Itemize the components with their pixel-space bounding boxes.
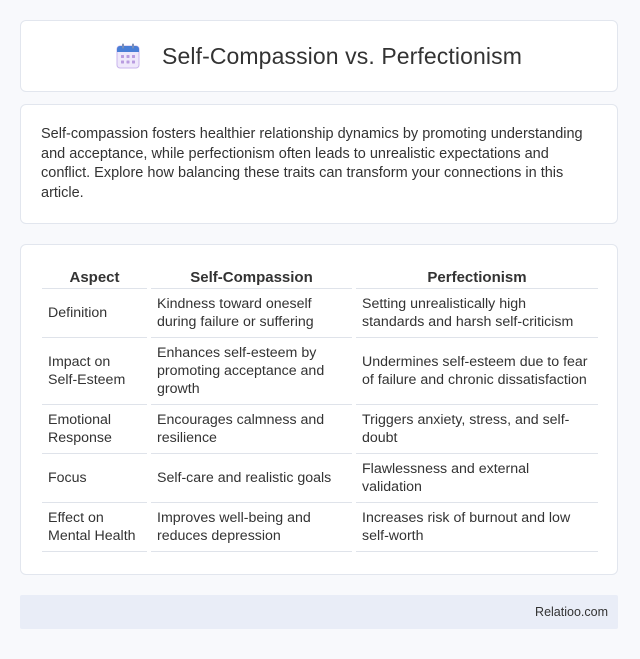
header-self-compassion: Self-Compassion bbox=[151, 267, 352, 289]
table-row: Effect on Mental Health Improves well-be… bbox=[42, 503, 598, 552]
row-self-compassion: Encourages calmness and resilience bbox=[151, 405, 352, 454]
row-self-compassion: Enhances self-esteem by promoting accept… bbox=[151, 338, 352, 405]
row-perfectionism: Flawlessness and external validation bbox=[356, 454, 598, 503]
row-aspect: Impact on Self-Esteem bbox=[42, 338, 147, 405]
footer: Relatioo.com bbox=[20, 595, 618, 629]
title-card: Self-Compassion vs. Perfectionism bbox=[20, 20, 618, 92]
row-perfectionism: Increases risk of burnout and low self-w… bbox=[356, 503, 598, 552]
row-self-compassion: Improves well-being and reduces depressi… bbox=[151, 503, 352, 552]
table-card: Aspect Self-Compassion Perfectionism Def… bbox=[20, 244, 618, 575]
table-row: Definition Kindness toward oneself durin… bbox=[42, 289, 598, 338]
comparison-table: Aspect Self-Compassion Perfectionism Def… bbox=[38, 267, 602, 552]
row-aspect: Effect on Mental Health bbox=[42, 503, 147, 552]
row-aspect: Emotional Response bbox=[42, 405, 147, 454]
row-perfectionism: Undermines self-esteem due to fear of fa… bbox=[356, 338, 598, 405]
row-self-compassion: Self-care and realistic goals bbox=[151, 454, 352, 503]
table-row: Focus Self-care and realistic goals Flaw… bbox=[42, 454, 598, 503]
page-title: Self-Compassion vs. Perfectionism bbox=[162, 42, 522, 69]
intro-card: Self-compassion fosters healthier relati… bbox=[20, 104, 618, 224]
intro-text: Self-compassion fosters healthier relati… bbox=[41, 126, 583, 201]
calendar-icon bbox=[116, 43, 140, 69]
table-row: Impact on Self-Esteem Enhances self-este… bbox=[42, 338, 598, 405]
title-wrap: Self-Compassion vs. Perfectionism bbox=[116, 43, 522, 70]
row-perfectionism: Setting unrealistically high standards a… bbox=[356, 289, 598, 338]
header-perfectionism: Perfectionism bbox=[356, 267, 598, 289]
table-row: Emotional Response Encourages calmness a… bbox=[42, 405, 598, 454]
header-aspect: Aspect bbox=[42, 267, 147, 289]
table-header-row: Aspect Self-Compassion Perfectionism bbox=[42, 267, 598, 289]
footer-brand: Relatioo.com bbox=[535, 605, 608, 619]
row-self-compassion: Kindness toward oneself during failure o… bbox=[151, 289, 352, 338]
row-aspect: Definition bbox=[42, 289, 147, 338]
row-perfectionism: Triggers anxiety, stress, and self-doubt bbox=[356, 405, 598, 454]
row-aspect: Focus bbox=[42, 454, 147, 503]
